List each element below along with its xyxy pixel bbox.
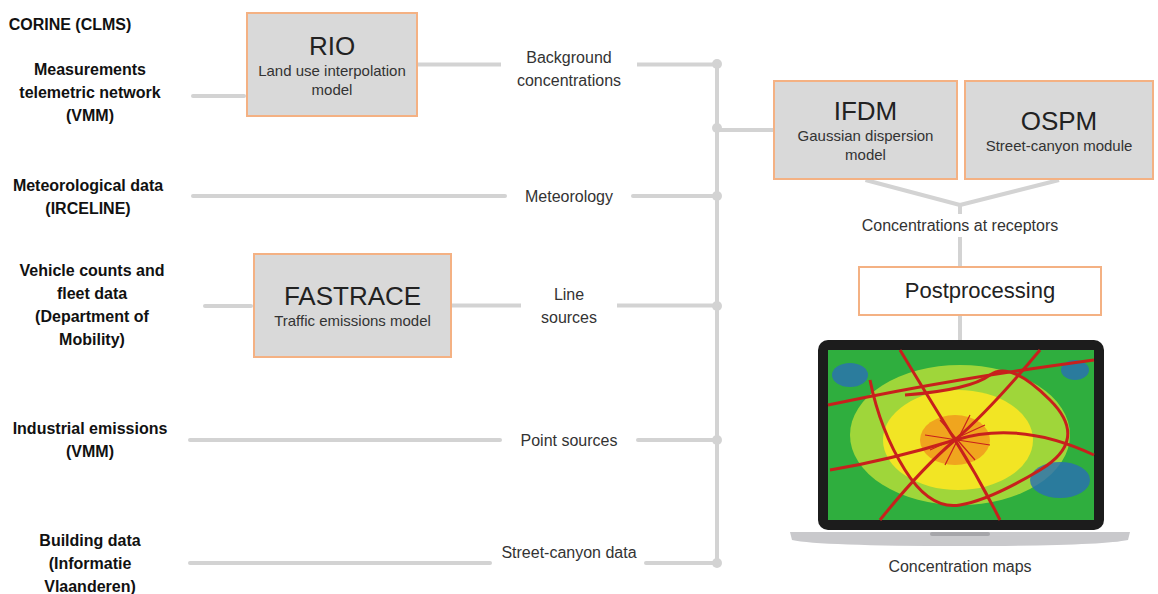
- process-box: Postprocessing: [858, 266, 1102, 316]
- flow-label: Street-canyon data: [494, 541, 644, 564]
- data-source-label: Industrial emissions (VMM): [2, 417, 178, 463]
- model-box: IFDMGaussian dispersion model: [773, 80, 958, 180]
- box-subtitle: Traffic emissions model: [274, 311, 431, 330]
- box-subtitle: Gaussian dispersion model: [783, 126, 948, 164]
- model-box: FASTRACETraffic emissions model: [253, 253, 452, 358]
- data-source-label: Meteorological data (IRCELINE): [0, 174, 176, 220]
- flow-label: Meteorology: [505, 185, 633, 208]
- data-source-label: Measurements telemetric network (VMM): [2, 58, 178, 127]
- data-source-label: Building data (Informatie Vlaanderen): [2, 529, 178, 594]
- connector-label: Line sources: [521, 283, 617, 329]
- flow-label: Concentration maps: [860, 555, 1060, 578]
- connector: [452, 130, 773, 306]
- data-source-label: CORINE (CLMS): [0, 13, 145, 36]
- box-title: RIO: [309, 31, 355, 61]
- box-title: IFDM: [834, 96, 898, 126]
- connector-label: Background concentrations: [501, 46, 637, 92]
- model-box: RIOLand use interpolation model: [246, 12, 418, 117]
- box-title: OSPM: [1021, 106, 1098, 136]
- data-source-label: Vehicle counts and fleet data (Departmen…: [9, 259, 175, 351]
- connector-label: Concentrations at receptors: [842, 214, 1078, 237]
- model-box: OSPMStreet-canyon module: [964, 80, 1154, 180]
- flow-label: Point sources: [500, 429, 638, 452]
- box-title: FASTRACE: [284, 281, 421, 311]
- box-title: Postprocessing: [905, 278, 1055, 304]
- laptop-illustration: [790, 340, 1130, 546]
- box-subtitle: Land use interpolation model: [256, 61, 408, 99]
- box-subtitle: Street-canyon module: [986, 136, 1133, 155]
